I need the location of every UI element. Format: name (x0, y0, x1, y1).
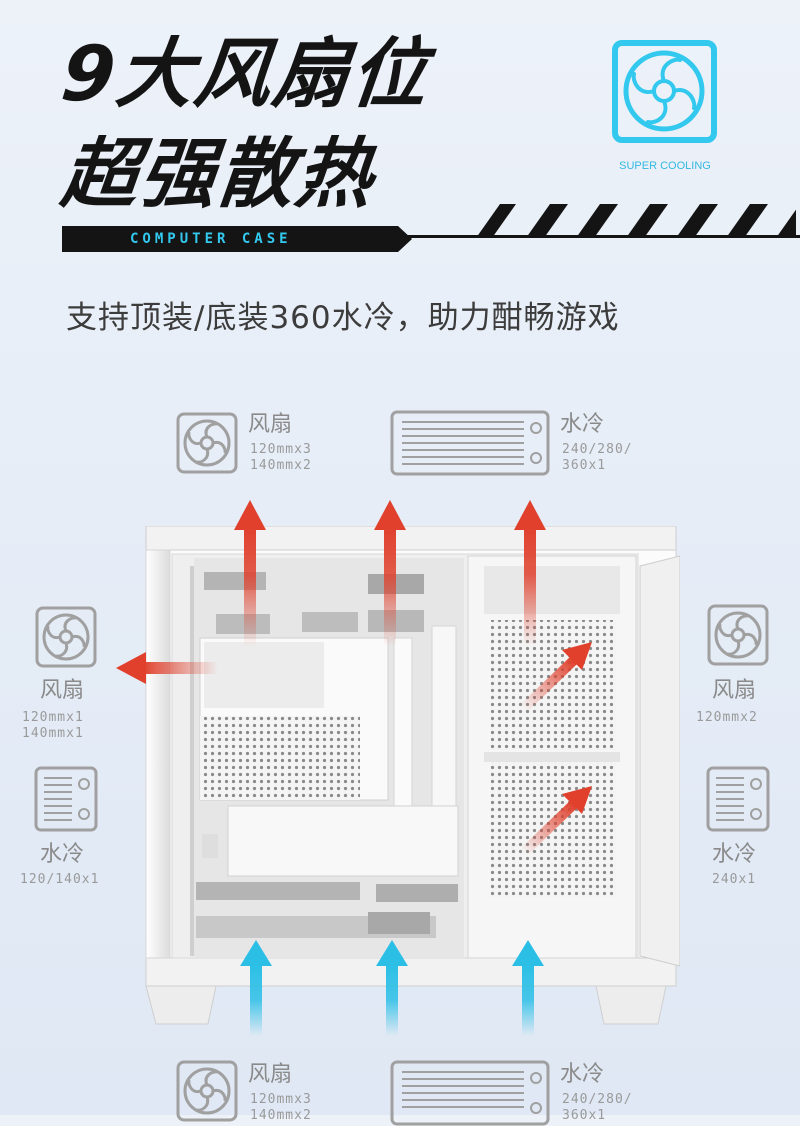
top-fan-spec-1: 120mmx3 (250, 442, 312, 457)
top-fan-spec-2: 140mmx2 (250, 458, 312, 473)
stripe-decoration (476, 204, 796, 238)
top-rad-spec-1: 240/280/ (562, 442, 633, 457)
fan-badge-icon (612, 40, 717, 143)
fan-icon-left (35, 606, 97, 668)
computer-case-tag-text: COMPUTER CASE (130, 231, 292, 247)
fan-icon-right (707, 604, 769, 666)
intake-arrow-bottom-1 (240, 940, 272, 1036)
top-fan-title: 风扇 (248, 412, 293, 437)
bottom-rad-spec-1: 240/280/ (562, 1092, 633, 1107)
subtitle: 支持顶装/底装360水冷，助力酣畅游戏 (66, 300, 620, 336)
bottom-rad-title: 水冷 (560, 1062, 605, 1087)
left-fan-title: 风扇 (40, 678, 85, 703)
fan-icon-top (176, 412, 238, 474)
divider-line (400, 235, 800, 238)
top-rad-title: 水冷 (560, 412, 605, 437)
airflow-arrow-diagonal-1 (520, 642, 592, 712)
exhaust-arrow-left (116, 652, 218, 684)
radiator-icon-right (706, 766, 770, 832)
airflow-arrow-diagonal-2 (520, 786, 592, 856)
radiator-icon-left (34, 766, 98, 832)
right-rad-spec-1: 240x1 (712, 872, 757, 887)
left-fan-spec-2: 140mmx1 (22, 726, 84, 741)
exhaust-arrow-top-3 (514, 500, 546, 646)
left-fan-spec-1: 120mmx1 (22, 710, 84, 725)
intake-arrow-bottom-3 (512, 940, 544, 1036)
radiator-icon-top (390, 410, 550, 476)
exhaust-arrow-top-2 (374, 500, 406, 646)
top-rad-spec-2: 360x1 (562, 458, 607, 473)
super-cooling-caption: SUPER COOLING (619, 160, 711, 172)
left-rad-spec-1: 120/140x1 (20, 872, 100, 887)
computer-case-tag: COMPUTER CASE (62, 226, 412, 252)
bottom-fan-spec-1: 120mmx3 (250, 1092, 312, 1107)
right-fan-title: 风扇 (712, 678, 757, 703)
right-fan-spec-1: 120mmx2 (696, 710, 758, 725)
bottom-fan-title: 风扇 (248, 1062, 293, 1087)
exhaust-arrow-top-1 (234, 500, 266, 646)
computer-case-image (145, 526, 680, 1025)
right-rad-title: 水冷 (712, 842, 757, 867)
left-rad-title: 水冷 (40, 842, 85, 867)
intake-arrow-bottom-2 (376, 940, 408, 1036)
